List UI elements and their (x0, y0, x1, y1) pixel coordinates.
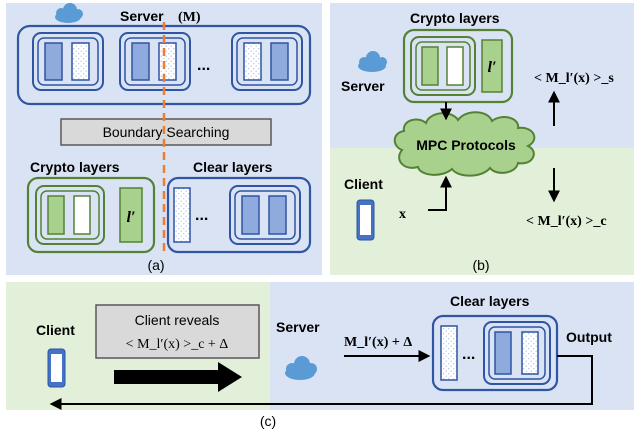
layer-l-prime-label: l′ (488, 59, 497, 76)
input-x-label: x (399, 207, 406, 222)
server-label: Server (276, 319, 320, 335)
clear-layers-label: Clear layers (450, 293, 530, 309)
panel-c: Client Client reveals < M_l′(x) >_c + Δ … (6, 282, 634, 429)
client-reveals-box (95, 304, 260, 359)
clear-layers-box (166, 176, 312, 254)
mpc-protocols-label: MPC Protocols (416, 137, 516, 153)
layer-block (483, 321, 551, 385)
boundary-searching-box (60, 118, 272, 146)
clear-layers-label: Clear layers (193, 159, 273, 175)
client-input-arrow (428, 175, 452, 211)
reveal-arrow (114, 362, 242, 392)
layer-l-prime-label: l′ (127, 209, 136, 226)
clear-layer (173, 187, 191, 243)
client-label: Client (344, 176, 383, 192)
boundary-searching-label: Boundary Searching (103, 124, 230, 140)
crypto-layers-box (402, 28, 514, 104)
crypto-layers-box (26, 176, 156, 254)
layer-block (119, 32, 191, 91)
cloud-icon (55, 3, 83, 23)
panel-b: Crypto layers l′ Server MPC Protocols < … (330, 3, 634, 275)
layer-block (231, 32, 303, 91)
server-share-label: < M_l′(x) >_s (534, 71, 614, 86)
server-label: Server (120, 8, 164, 24)
clear-layers-box (431, 314, 559, 392)
masked-input-label: M_l′(x) + Δ (344, 335, 412, 350)
panel-a: Server (M) ... Boundary Searching (6, 3, 322, 275)
phone-icon (356, 199, 375, 241)
client-reveals-label: Client reveals (135, 312, 220, 328)
crypto-layers-label: Crypto layers (410, 10, 500, 26)
ellipsis: ... (462, 346, 475, 363)
crypto-layer-l-prime (119, 187, 143, 243)
client-share-label: < M_l′(x) >_c (526, 214, 607, 229)
output-return-arrow (49, 355, 593, 410)
output-label: Output (566, 329, 612, 345)
phone-icon (47, 348, 66, 388)
cloud-icon (358, 51, 387, 72)
server-model-label: (M) (178, 10, 201, 25)
layer-block (35, 185, 105, 245)
crypto-layers-label: Crypto layers (30, 159, 120, 175)
mpc-protocols-cloud (393, 111, 536, 177)
layer-block (229, 185, 301, 245)
server-label: Server (341, 78, 385, 94)
caption-c: (c) (260, 413, 276, 429)
cloud-icon (285, 356, 317, 380)
clear-layer (440, 325, 458, 381)
layer-block (32, 32, 104, 91)
crypto-layer-l-prime (481, 39, 503, 93)
ellipsis: ... (197, 57, 210, 74)
caption-b: (b) (472, 257, 489, 273)
client-label: Client (36, 322, 75, 338)
client-reveals-formula: < M_l′(x) >_c + Δ (126, 337, 229, 352)
caption-a: (a) (147, 257, 164, 273)
ellipsis: ... (195, 207, 208, 224)
layer-block (410, 36, 476, 96)
